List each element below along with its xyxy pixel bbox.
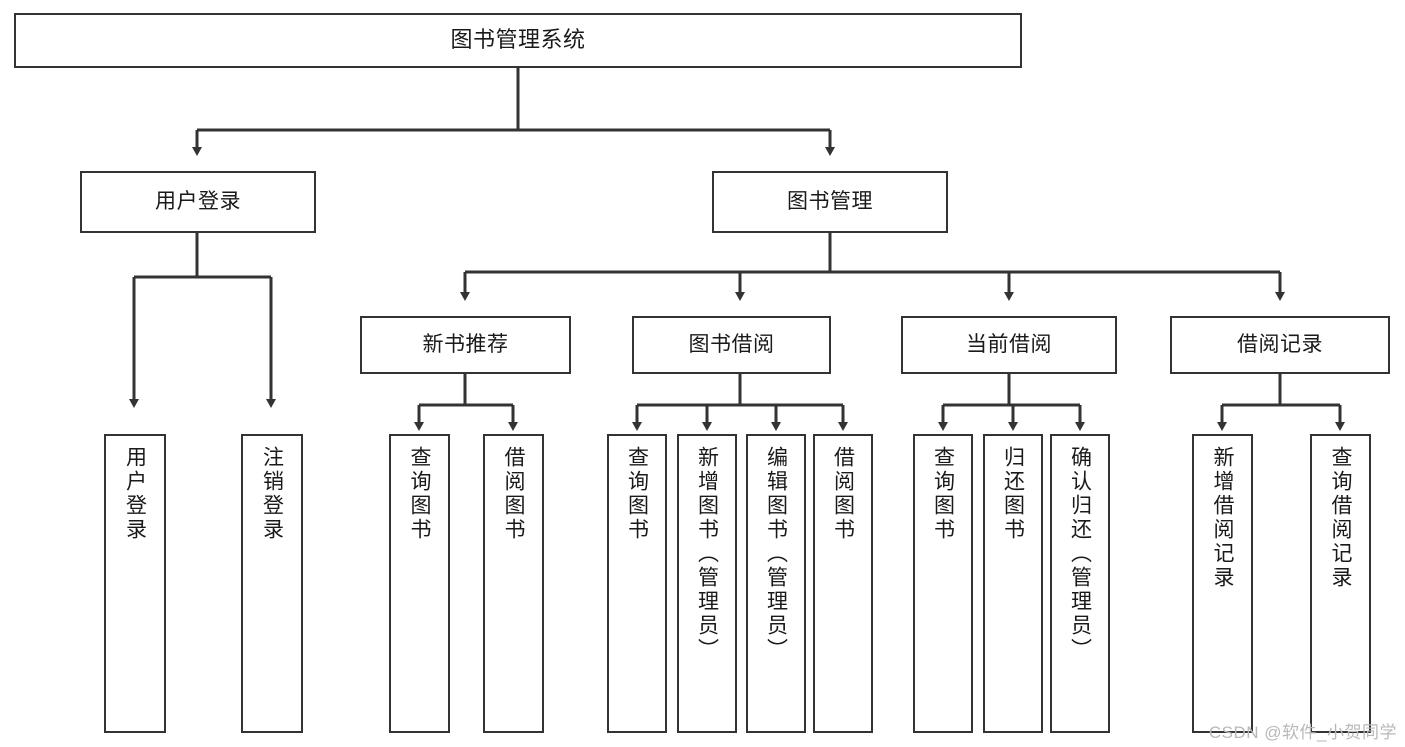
node-current-borrow-label: 当前借阅 — [966, 333, 1052, 357]
node-user-login-label: 用户登录 — [155, 190, 241, 214]
leaf-borrow-book-2[interactable]: 借阅图书 — [813, 434, 873, 733]
leaf-logout-login-label: 注销登录 — [260, 446, 284, 542]
leaf-query-record-label: 查询借阅记录 — [1329, 446, 1352, 590]
leaf-user-login-label: 用户登录 — [123, 446, 147, 542]
leaf-query-book-3-label: 查询图书 — [931, 446, 955, 542]
leaf-query-book-1[interactable]: 查询图书 — [389, 434, 450, 733]
node-book-borrow[interactable]: 图书借阅 — [632, 316, 831, 374]
leaf-logout-login[interactable]: 注销登录 — [241, 434, 303, 733]
leaf-borrow-book-1-label: 借阅图书 — [502, 446, 525, 542]
leaf-add-book-label: 新增图书（管理员） — [695, 446, 719, 662]
node-new-book-recommend-label: 新书推荐 — [422, 333, 509, 357]
leaf-add-book[interactable]: 新增图书（管理员） — [677, 434, 737, 733]
node-current-borrow[interactable]: 当前借阅 — [901, 316, 1117, 374]
node-borrow-record[interactable]: 借阅记录 — [1170, 316, 1390, 374]
node-book-manage[interactable]: 图书管理 — [712, 171, 948, 233]
leaf-borrow-book-2-label: 借阅图书 — [831, 446, 855, 542]
leaf-add-record[interactable]: 新增借阅记录 — [1192, 434, 1253, 733]
leaf-user-login[interactable]: 用户登录 — [104, 434, 166, 733]
leaf-return-book[interactable]: 归还图书 — [983, 434, 1043, 733]
leaf-borrow-book-1[interactable]: 借阅图书 — [483, 434, 544, 733]
leaf-confirm-return[interactable]: 确认归还（管理员） — [1050, 434, 1110, 733]
leaf-return-book-label: 归还图书 — [1001, 446, 1025, 542]
leaf-query-book-2[interactable]: 查询图书 — [607, 434, 667, 733]
leaf-edit-book[interactable]: 编辑图书（管理员） — [746, 434, 806, 733]
leaf-query-record[interactable]: 查询借阅记录 — [1310, 434, 1371, 733]
node-root[interactable]: 图书管理系统 — [14, 13, 1022, 68]
watermark: CSDN @软件_小贺同学 — [1208, 723, 1397, 742]
leaf-add-record-label: 新增借阅记录 — [1211, 446, 1234, 590]
leaf-query-book-3[interactable]: 查询图书 — [913, 434, 973, 733]
node-book-manage-label: 图书管理 — [787, 190, 873, 214]
leaf-edit-book-label: 编辑图书（管理员） — [764, 446, 788, 662]
node-user-login[interactable]: 用户登录 — [80, 171, 316, 233]
node-book-borrow-label: 图书借阅 — [688, 333, 775, 357]
leaf-confirm-return-label: 确认归还（管理员） — [1068, 446, 1092, 662]
node-root-label: 图书管理系统 — [450, 27, 586, 53]
node-borrow-record-label: 借阅记录 — [1237, 333, 1323, 357]
leaf-query-book-2-label: 查询图书 — [625, 446, 649, 542]
node-new-book-recommend[interactable]: 新书推荐 — [360, 316, 571, 374]
leaf-query-book-1-label: 查询图书 — [408, 446, 431, 542]
